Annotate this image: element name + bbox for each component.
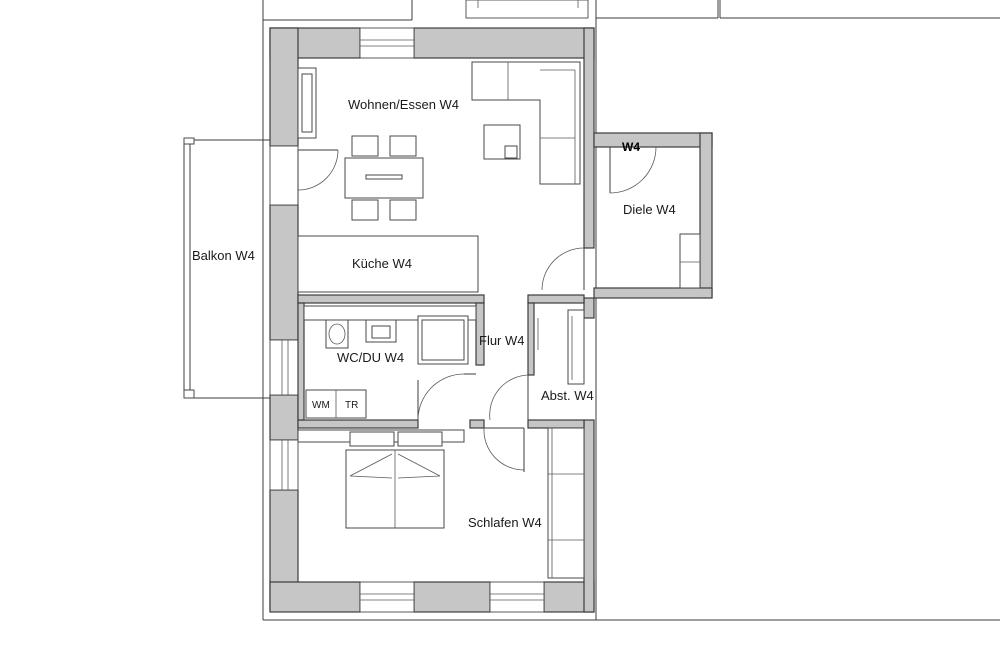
site-outline (262, 18, 1000, 621)
entrance-label: W4 (622, 140, 640, 154)
bathroom-fixtures (303, 305, 477, 419)
appliance-label-tr: TR (345, 400, 358, 411)
room-labels: Wohnen/Essen W4 Küche W4 WC/DU W4 Flur W… (192, 97, 676, 530)
room-label-flur: Flur W4 (479, 333, 525, 348)
room-label-wohnen: Wohnen/Essen W4 (348, 97, 459, 112)
room-label-balkon: Balkon W4 (192, 248, 255, 263)
balcony (183, 137, 270, 399)
hall-closet (679, 233, 701, 289)
appliance-label-wm: WM (312, 400, 330, 411)
top-cropped-elements (262, 0, 1000, 21)
room-label-diele: Diele W4 (623, 202, 676, 217)
exterior-walls (269, 27, 713, 613)
windows (269, 27, 545, 613)
doors (297, 146, 657, 472)
room-label-abst: Abst. W4 (541, 388, 594, 403)
storage-shelf (537, 309, 585, 385)
bedroom-furniture (297, 427, 585, 579)
room-label-kueche: Küche W4 (352, 256, 412, 271)
living-furniture (297, 61, 581, 293)
room-label-wcdu: WC/DU W4 (337, 350, 404, 365)
room-label-schlafen: Schlafen W4 (468, 515, 542, 530)
interior-walls (297, 294, 585, 429)
